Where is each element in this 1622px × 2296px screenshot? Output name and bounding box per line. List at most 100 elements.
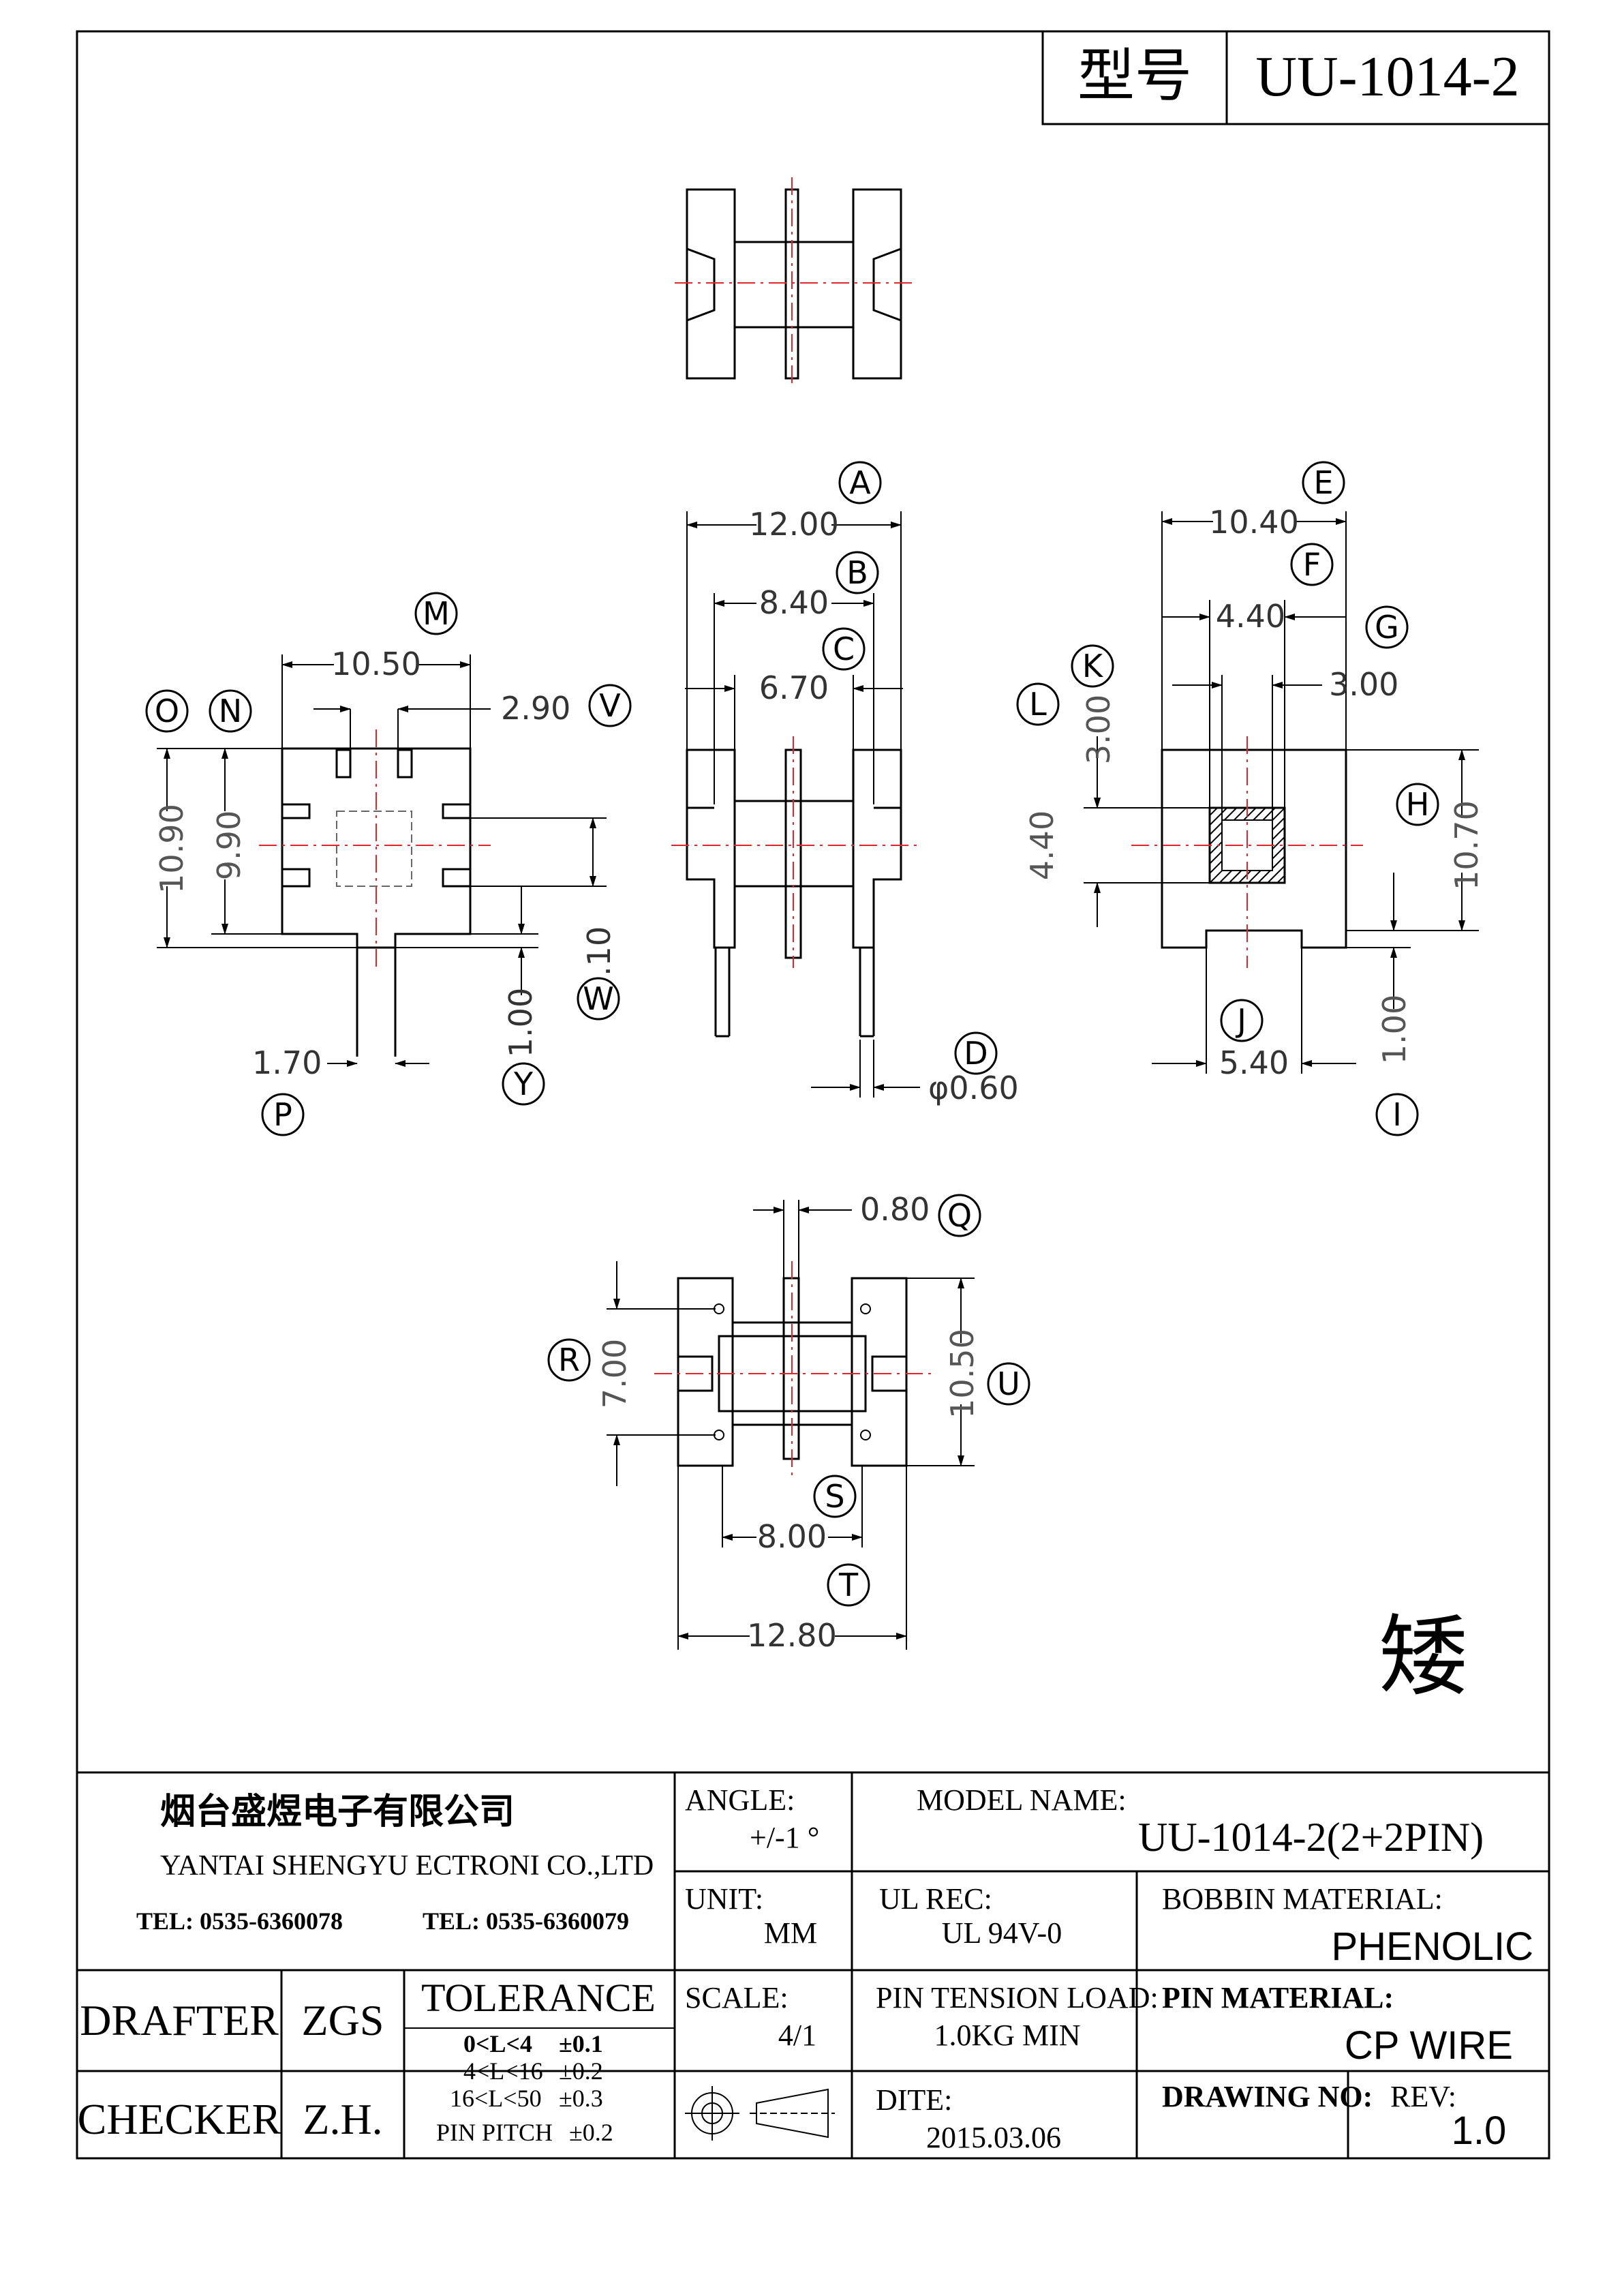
dim-J-value: 5.40 [1219, 1044, 1289, 1081]
dim-G-value: 3.00 [1329, 666, 1398, 703]
company-cn: 烟台盛煜电子有限公司 [160, 1792, 515, 1832]
dim-I-value: 1.00 [1376, 995, 1413, 1064]
bobbin-value: PHENOLIC [1331, 1924, 1533, 1969]
dim-P-value: 1.70 [252, 1044, 322, 1081]
svg-text:H: H [1406, 786, 1430, 823]
svg-text:L: L [1029, 686, 1047, 723]
balloon-J: J [1220, 999, 1264, 1042]
balloon-N: N [209, 689, 252, 733]
checker-value: Z.H. [303, 2095, 382, 2143]
rev-value: 1.0 [1452, 2109, 1507, 2153]
balloon-M: M [414, 592, 458, 635]
svg-text:P: P [273, 1096, 292, 1133]
balloon-E: E [1302, 461, 1345, 504]
dim-N-value: 9.90 [211, 811, 247, 880]
drafter-label: DRAFTER [80, 1996, 279, 2044]
balloon-R: R [547, 1338, 591, 1382]
tel-1: TEL: 0535-6360078 [136, 1907, 343, 1935]
svg-text:U: U [997, 1365, 1020, 1402]
header-model-box: 型号 UU-1014-2 [1041, 30, 1550, 125]
dim-V-value: 2.90 [501, 690, 570, 727]
balloon-U: U [987, 1362, 1030, 1406]
tol-val-1: ±0.2 [559, 2057, 603, 2085]
tol-range-1: 4<L<16 [463, 2057, 543, 2085]
ul-label: UL REC: [879, 1882, 992, 1916]
scale-value: 4/1 [778, 2019, 816, 2052]
dim-E-value: 10.40 [1209, 504, 1299, 541]
letter-balloons: A B C D E F G H I J K L M N O P Q R S T … [145, 461, 1439, 1607]
svg-text:Q: Q [947, 1197, 972, 1234]
balloon-S: S [813, 1475, 857, 1518]
balloon-I: I [1375, 1093, 1419, 1136]
bobbin-label: BOBBIN MATERIAL: [1162, 1882, 1443, 1916]
balloon-F: F [1290, 543, 1334, 586]
balloon-Y: Y [502, 1062, 545, 1106]
tolerance-title: TOLERANCE [421, 1976, 656, 2020]
dim-T-value: 12.80 [747, 1617, 837, 1654]
unit-label: UNIT: [685, 1882, 763, 1916]
dim-B-value: 8.40 [759, 584, 829, 621]
tol-val-2: ±0.3 [559, 2085, 603, 2112]
rev-label: REV: [1390, 2080, 1456, 2113]
model-label: 型号 [1077, 44, 1192, 108]
svg-text:Y: Y [513, 1066, 534, 1102]
svg-text:O: O [155, 693, 179, 729]
svg-text:N: N [219, 693, 242, 729]
right-view: 10.40 4.40 3.00 10.70 1.00 5.40 3.00 [1024, 504, 1485, 1081]
balloon-D: D [954, 1031, 998, 1075]
svg-text:D: D [964, 1035, 988, 1072]
balloon-K: K [1071, 644, 1114, 688]
dim-S-value: 8.00 [757, 1518, 827, 1555]
dim-U-value: 10.50 [944, 1329, 981, 1419]
dim-R-value: 7.00 [596, 1339, 633, 1408]
svg-text:B: B [846, 554, 868, 591]
svg-text:A: A [849, 464, 871, 501]
scale-label: SCALE: [685, 1981, 789, 2014]
top-view [675, 177, 913, 389]
svg-text:J: J [1235, 1002, 1246, 1039]
dim-C-value: 6.70 [759, 669, 829, 706]
tol-range-2: 16<L<50 [450, 2085, 542, 2112]
pin-tension-label: PIN TENSION LOAD: [876, 1981, 1159, 2014]
checker-label: CHECKER [78, 2095, 281, 2143]
svg-text:T: T [838, 1567, 859, 1603]
svg-text:E: E [1313, 464, 1333, 501]
tel-2: TEL: 0535-6360079 [423, 1907, 629, 1935]
date-label: DITE: [876, 2083, 952, 2117]
pin-material-value: CP WIRE [1345, 2023, 1513, 2068]
date-value: 2015.03.06 [926, 2121, 1061, 2154]
model-name-label: MODEL NAME: [917, 1783, 1127, 1817]
dim-K-value: 3.00 [1080, 695, 1117, 764]
tol-range-0: 0<L<4 [463, 2030, 532, 2057]
dim-M-value: 10.50 [331, 646, 421, 682]
projection-symbol [685, 2086, 835, 2141]
balloon-V: V [588, 684, 632, 727]
pin-tension-value: 1.0KG MIN [934, 2019, 1080, 2052]
drawing-no-label: DRAWING NO: [1162, 2080, 1373, 2113]
drafter-value: ZGS [302, 1996, 384, 2044]
balloon-W: W [577, 977, 620, 1021]
svg-text:M: M [423, 595, 450, 632]
note-char: 矮 [1379, 1607, 1467, 1706]
balloon-T: T [827, 1563, 870, 1607]
svg-text:R: R [558, 1342, 580, 1378]
svg-text:F: F [1303, 546, 1321, 583]
dim-O-value: 10.90 [153, 804, 190, 894]
dim-F-value: 4.40 [1216, 598, 1285, 635]
tol-range-3: PIN PITCH [436, 2119, 553, 2146]
angle-label: ANGLE: [685, 1783, 795, 1817]
pin-material-label: PIN MATERIAL: [1162, 1981, 1394, 2014]
title-block: 烟台盛煜电子有限公司 YANTAI SHENGYU ECTRONI CO.,LT… [76, 1771, 1550, 2160]
balloon-O: O [145, 689, 189, 733]
svg-text:S: S [825, 1478, 844, 1515]
balloon-B: B [836, 551, 879, 594]
angle-value: +/-1 ° [750, 1821, 819, 1854]
svg-text:V: V [599, 687, 621, 724]
dim-H-value: 10.70 [1448, 800, 1485, 890]
left-view: 10.50 10.90 9.90 2.90 3.10 1.00 1.70 [153, 646, 617, 1081]
dim-D-value: φ0.60 [928, 1070, 1019, 1106]
balloon-G: G [1365, 605, 1409, 649]
balloon-H: H [1396, 783, 1439, 826]
balloon-A: A [838, 461, 882, 504]
